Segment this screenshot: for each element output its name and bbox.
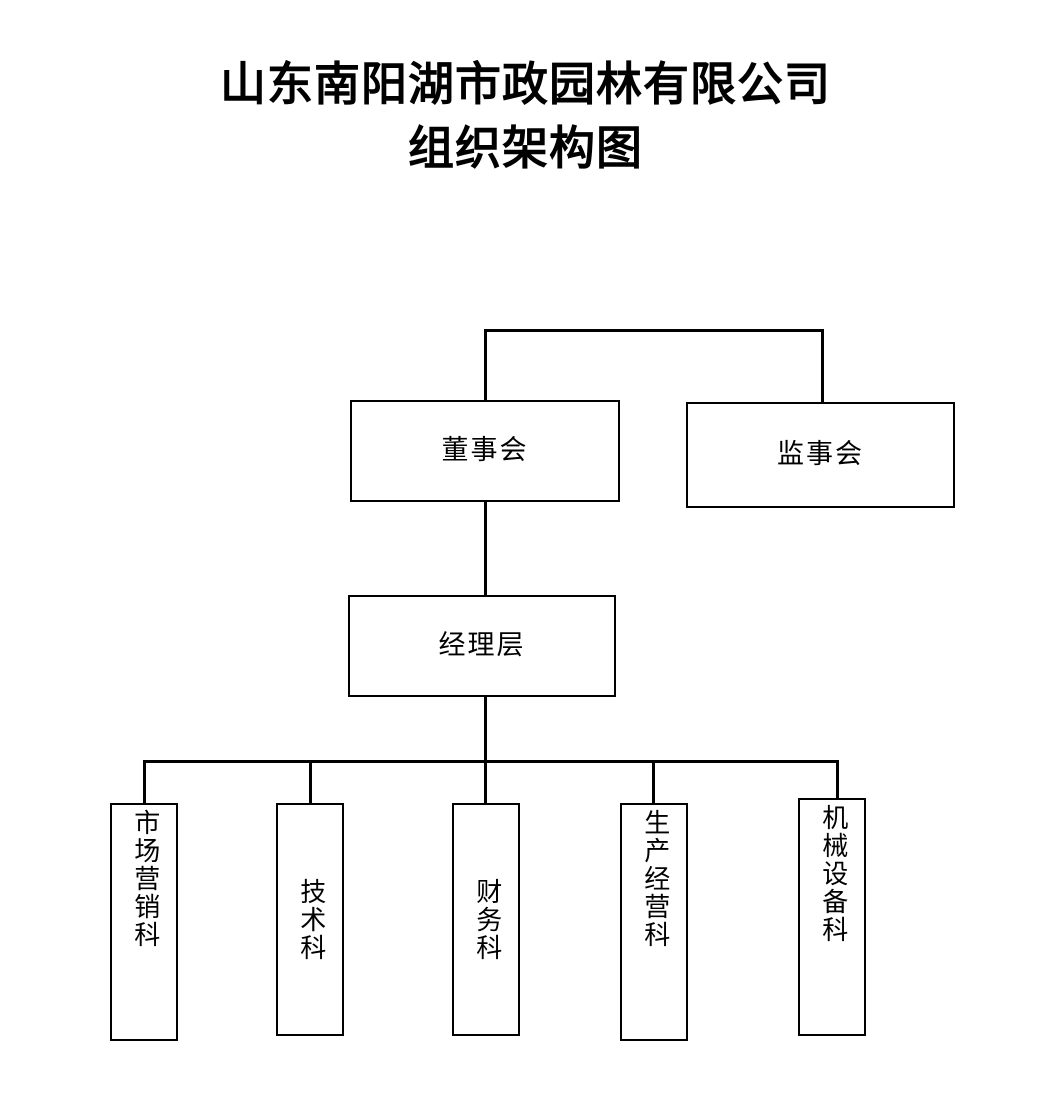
node-management-label: 经理层 (438, 630, 526, 662)
node-production-department[interactable]: 生产经营科 (620, 803, 688, 1041)
connector-management-drop (484, 697, 487, 763)
node-finance-department[interactable]: 财务科 (452, 803, 520, 1036)
node-equipment-label: 机械设备科 (817, 804, 848, 944)
node-marketing-label: 市场营销科 (129, 809, 160, 949)
page-title: 山东南阳湖市政园林有限公司 组织架构图 (0, 52, 1051, 180)
node-board-of-directors[interactable]: 董事会 (350, 400, 620, 502)
connector-board-to-management (484, 502, 487, 596)
connector-root-to-supervisors (821, 329, 824, 404)
node-equipment-department[interactable]: 机械设备科 (798, 798, 866, 1036)
node-finance-label: 财务科 (471, 877, 502, 962)
connector-root-to-board (484, 329, 487, 402)
connector-bus-to-technical (309, 760, 312, 805)
connector-bus-to-finance (484, 760, 487, 805)
node-board-of-supervisors[interactable]: 监事会 (686, 402, 955, 508)
node-supervisors-label: 监事会 (777, 439, 864, 471)
connector-bus-to-marketing (143, 760, 146, 805)
connector-bus-to-equipment (836, 760, 839, 805)
node-board-label: 董事会 (441, 435, 529, 467)
node-technical-label: 技术科 (295, 877, 326, 962)
connector-root-bus (484, 329, 824, 332)
title-line-subtitle: 组织架构图 (408, 121, 643, 175)
node-technical-department[interactable]: 技术科 (276, 803, 344, 1036)
connector-department-bus (143, 760, 839, 763)
node-marketing-department[interactable]: 市场营销科 (110, 803, 178, 1041)
node-production-label: 生产经营科 (639, 809, 670, 949)
connector-bus-to-production (652, 760, 655, 805)
title-line-company: 山东南阳湖市政园林有限公司 (220, 57, 831, 111)
node-management-layer[interactable]: 经理层 (348, 595, 616, 697)
